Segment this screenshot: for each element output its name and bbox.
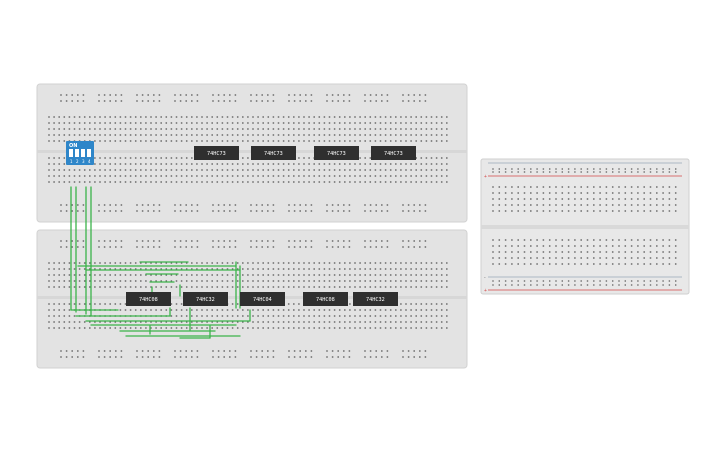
- chip-bottom-2[interactable]: 74HC32: [183, 292, 228, 306]
- chip-bottom-2-label: 74HC32: [196, 297, 215, 303]
- chip-top-3[interactable]: 74HC73: [314, 146, 359, 160]
- chip-top-2-label: 74HC73: [264, 151, 283, 157]
- chip-bottom-4-body: [303, 292, 348, 306]
- chip-bottom-5-body: [353, 292, 398, 306]
- breadboard-half-channel: [481, 225, 689, 229]
- chip-top-4[interactable]: 74HC73: [371, 146, 416, 160]
- chip-bottom-3-body: [240, 292, 285, 306]
- breadboard-half[interactable]: + - +: [480, 158, 690, 295]
- chip-top-2[interactable]: 74HC73: [251, 146, 296, 160]
- chip-bottom-1-label: 74HC08: [139, 297, 158, 303]
- wires[interactable]: [70, 186, 251, 339]
- breadboard-half-holes: [492, 168, 677, 286]
- dip-position-3: 3: [82, 159, 85, 164]
- chip-bottom-5-label: 74HC32: [366, 297, 385, 303]
- chip-bottom-1-body: [126, 292, 171, 306]
- dip-switch-body: [66, 141, 94, 165]
- rail-marker-plus-top: +: [484, 174, 487, 180]
- chip-top-4-label: 74HC73: [384, 151, 403, 157]
- dip-switch[interactable]: ON 1 2 3 4: [66, 141, 94, 165]
- chip-top-3-body: [314, 146, 359, 160]
- dip-position-2: 2: [76, 159, 79, 164]
- chip-bottom-2-body: [183, 292, 228, 306]
- rail-marker-plus-bottom: +: [484, 288, 487, 294]
- rail-marker-minus-bottom: -: [484, 275, 486, 281]
- chip-bottom-4-label: 74HC08: [316, 297, 335, 303]
- chip-bottom-3[interactable]: 74HC04: [240, 292, 285, 306]
- chip-top-1-label: 74HC73: [207, 151, 226, 157]
- chip-bottom-4[interactable]: 74HC08: [303, 292, 348, 306]
- chip-top-1[interactable]: 74HC73: [194, 146, 239, 160]
- chip-top-2-body: [251, 146, 296, 160]
- dip-position-1: 1: [70, 159, 73, 164]
- chip-bottom-3-label: 74HC04: [253, 297, 272, 303]
- dip-position-4: 4: [88, 159, 91, 164]
- chip-top-1-body: [194, 146, 239, 160]
- dip-toggle-1[interactable]: [69, 149, 73, 157]
- chip-top-4-body: [371, 146, 416, 160]
- dip-toggle-2[interactable]: [75, 149, 79, 157]
- dip-switch-on-label: ON: [69, 143, 77, 149]
- chip-bottom-5[interactable]: 74HC32: [353, 292, 398, 306]
- chip-top-3-label: 74HC73: [327, 151, 346, 157]
- chip-bottom-1[interactable]: 74HC08: [126, 292, 171, 306]
- dip-toggle-3[interactable]: [81, 149, 85, 157]
- dip-toggle-4[interactable]: [87, 149, 91, 157]
